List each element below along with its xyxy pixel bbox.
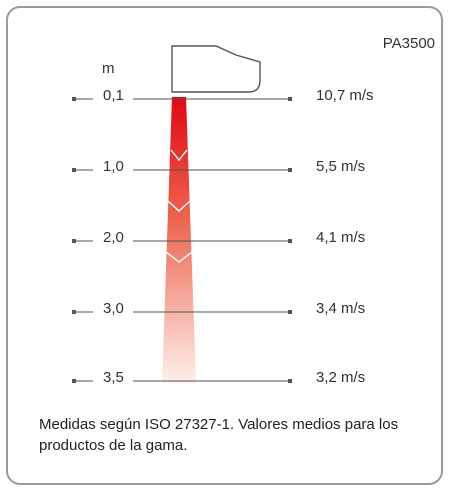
air-jet	[162, 97, 196, 383]
chevron-icon	[165, 251, 193, 263]
velocity-label: 3,2 m/s	[316, 369, 366, 386]
distance-label: 3,5	[103, 369, 124, 386]
tick-dot	[288, 239, 292, 243]
chevron-icon	[167, 200, 191, 212]
model-label: PA3500	[382, 35, 435, 52]
tick-dot	[72, 379, 76, 383]
tick-dot	[288, 379, 292, 383]
distance-label: 1,0	[103, 158, 124, 175]
tick-dot	[288, 168, 292, 172]
velocity-label: 5,5 m/s	[316, 158, 366, 175]
tick-dot	[288, 310, 292, 314]
distance-unit: m	[102, 60, 115, 77]
distance-label: 3,0	[103, 300, 124, 317]
velocity-label: 3,4 m/s	[316, 300, 366, 317]
tick-dot	[72, 168, 76, 172]
tick-dot	[72, 310, 76, 314]
tick-dot	[72, 97, 76, 101]
measurement-note: Medidas según ISO 27327-1. Valores medio…	[39, 416, 399, 454]
unit-outline	[171, 45, 261, 93]
chevron-icon	[170, 149, 188, 162]
velocity-label: 10,7 m/s	[316, 87, 374, 104]
measurement-lines	[72, 97, 292, 383]
velocity-label: 4,1 m/s	[316, 229, 366, 246]
tick-dot	[288, 97, 292, 101]
tick-dot	[72, 239, 76, 243]
distance-label: 0,1	[103, 87, 124, 104]
distance-label: 2,0	[103, 229, 124, 246]
